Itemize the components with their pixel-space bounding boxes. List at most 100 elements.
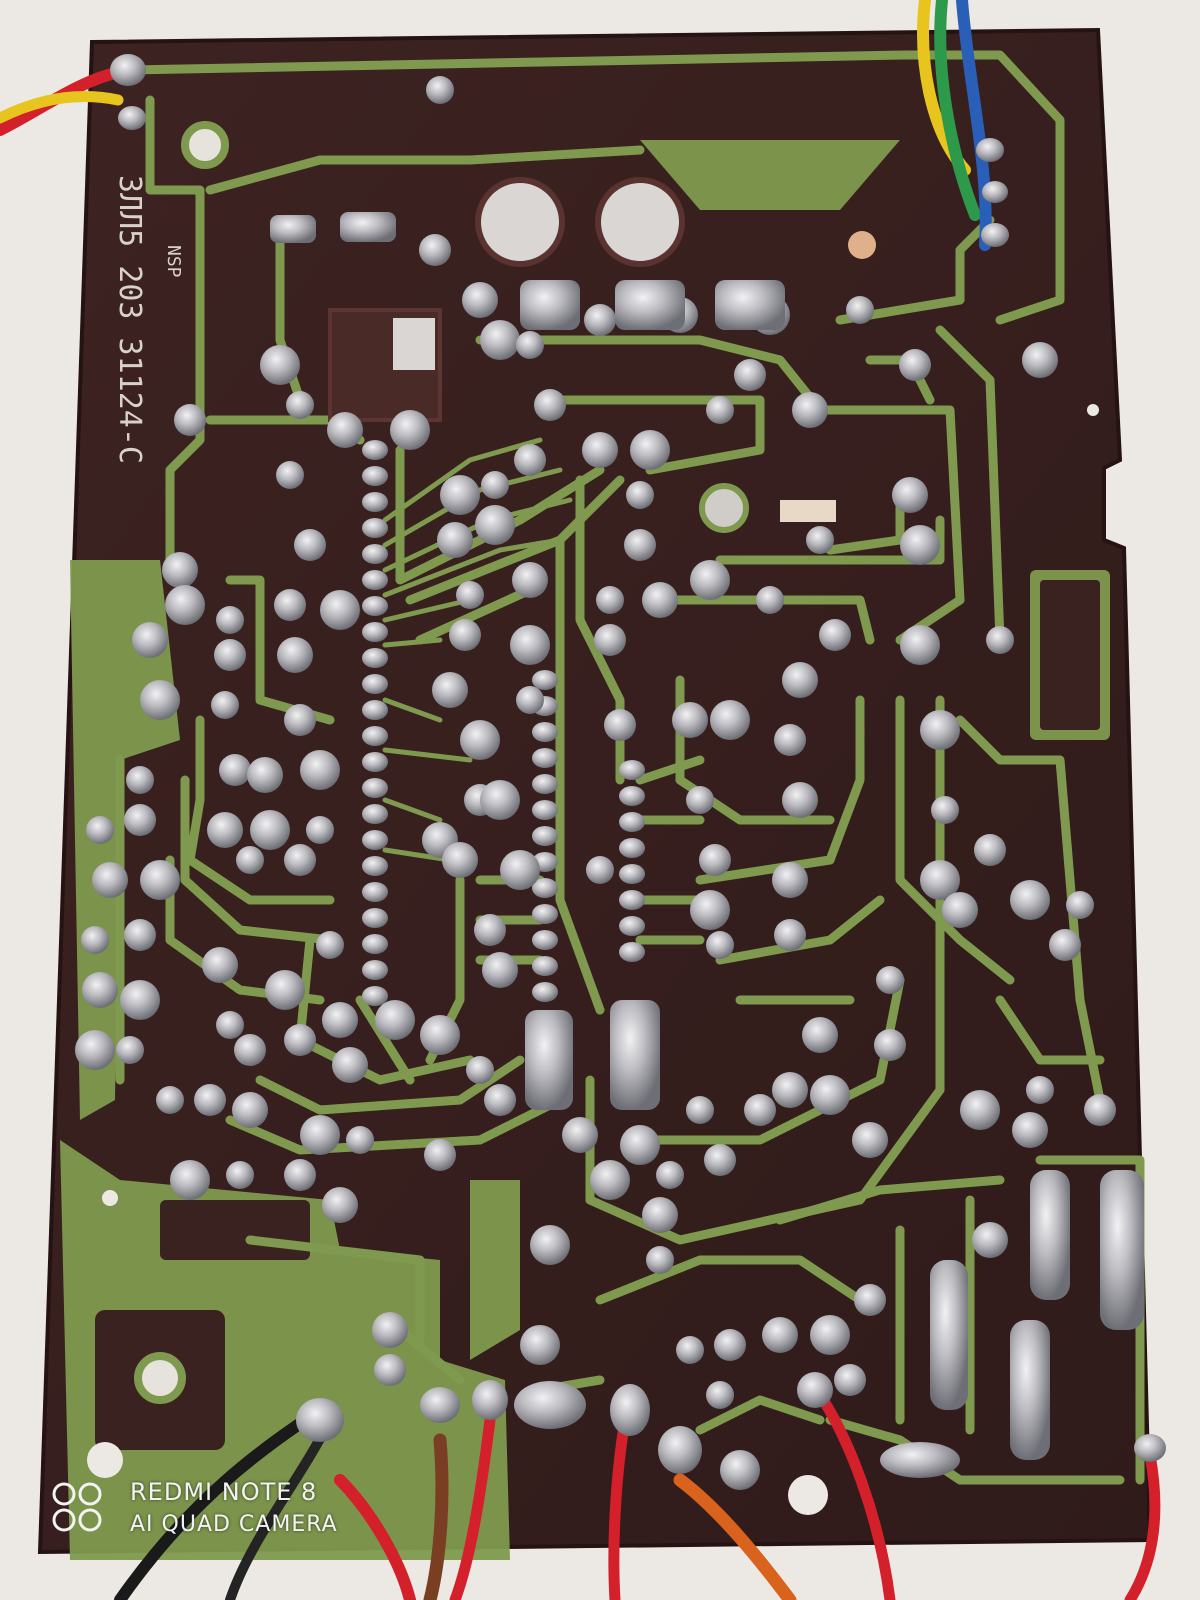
- solder-joint: [892, 477, 928, 513]
- solder-joint: [876, 966, 904, 994]
- ic-pin-solder: [362, 466, 388, 486]
- solder-joint: [286, 391, 314, 419]
- solder-joint: [300, 750, 340, 790]
- ic-pin-solder: [532, 748, 558, 768]
- solder-joint: [284, 1159, 316, 1191]
- silkscreen-corner-mark: CMS: [1048, 580, 1094, 652]
- solder-joint: [772, 862, 808, 898]
- solder-joint: [140, 860, 180, 900]
- solder-joint: [260, 345, 300, 385]
- solder-joint: [300, 1115, 340, 1155]
- solder-joint: [322, 1187, 358, 1223]
- solder-joint: [306, 816, 334, 844]
- watermark-line-2: AI QUAD CAMERA: [130, 1512, 338, 1537]
- ic-pin-solder: [362, 570, 388, 590]
- solder-joint: [284, 704, 316, 736]
- solder-joint: [782, 662, 818, 698]
- solder-joint: [1012, 1112, 1048, 1148]
- wire-brown-bottom: [423, 1433, 449, 1600]
- silk-maker-text: NSP: [163, 245, 184, 278]
- solder-joint: [216, 1011, 244, 1039]
- solder-joint: [81, 926, 109, 954]
- solder-joint: [646, 1246, 674, 1274]
- solder-joint: [332, 1047, 368, 1083]
- solder-joint: [165, 585, 205, 625]
- solder-joint: [284, 1024, 316, 1056]
- solder-joint: [432, 672, 468, 708]
- solder-joint: [846, 296, 874, 324]
- solder-joint: [162, 552, 198, 588]
- solder-joint: [744, 1094, 776, 1126]
- board-slot: [780, 500, 836, 522]
- solder-joint: [520, 1325, 560, 1365]
- solder-joint: [475, 505, 515, 545]
- camera-watermark-text: REDMI NOTE 8 AI QUAD CAMERA: [130, 1478, 338, 1537]
- solder-joint: [706, 396, 734, 424]
- solder-joint: [686, 786, 714, 814]
- ic-pin-solder: [362, 778, 388, 798]
- solder-joint: [512, 562, 548, 598]
- ic-pin-solder: [532, 774, 558, 794]
- silk-part-code-text: 3ЛЛ5 203 31124-С: [112, 175, 147, 464]
- solder-joint: [986, 626, 1014, 654]
- ic-pin-solder: [362, 986, 388, 1006]
- solder-joint: [782, 782, 818, 818]
- solder-joint: [734, 359, 766, 391]
- solder-joint: [762, 1317, 798, 1353]
- solder-joint: [236, 846, 264, 874]
- solder-joint: [900, 525, 940, 565]
- solder-joint: [327, 412, 363, 448]
- solder-joint: [219, 754, 251, 786]
- wire-yellow-top-left: [0, 91, 124, 124]
- solder-joint: [810, 1075, 850, 1115]
- ic-pin-solder: [619, 760, 645, 780]
- solder-joint: [250, 810, 290, 850]
- solder-joint: [852, 1122, 888, 1158]
- solder-joint: [810, 1315, 850, 1355]
- ic-pin-solder: [362, 622, 388, 642]
- solder-joint: [482, 952, 518, 988]
- ic-pin-solder: [362, 518, 388, 538]
- ic-pin-solder: [532, 982, 558, 1002]
- solder-joint: [374, 1354, 406, 1386]
- solder-joint: [449, 619, 481, 651]
- solder-joint: [375, 1000, 415, 1040]
- solder-joint: [480, 320, 520, 360]
- solder-joint: [690, 890, 730, 930]
- solder-joint: [460, 720, 500, 760]
- solder-joint: [942, 892, 978, 928]
- solder-joint: [974, 834, 1006, 866]
- ic-pin-solder: [619, 942, 645, 962]
- solder-joint: [590, 1160, 630, 1200]
- solder-joint: [586, 856, 614, 884]
- solder-joint: [874, 1029, 906, 1061]
- solder-joint: [456, 581, 484, 609]
- solder-joint: [437, 522, 473, 558]
- ic-pin-solder: [362, 440, 388, 460]
- solder-joint: [690, 560, 730, 600]
- ic-pin-solder: [362, 596, 388, 616]
- solder-joint: [484, 1084, 516, 1116]
- ic-pin-solder: [619, 812, 645, 832]
- solder-joint: [714, 1329, 746, 1361]
- silkscreen-part-code: 3ЛЛ5 203 31124-С: [112, 175, 147, 464]
- wire-green-top-right: [934, 0, 981, 221]
- solder-joint: [232, 1092, 268, 1128]
- ic-pin-solder: [619, 838, 645, 858]
- solder-joint: [320, 590, 360, 630]
- solder-joint: [792, 392, 828, 428]
- solder-joint: [642, 582, 678, 618]
- solder-joint: [480, 780, 520, 820]
- solder-joint: [834, 1364, 866, 1396]
- ic-pin-solder: [362, 856, 388, 876]
- ic-pin-solder: [619, 786, 645, 806]
- solder-joint: [1084, 1094, 1116, 1126]
- solder-joints: [75, 76, 1116, 1409]
- wire-black-bottom-1: [114, 1404, 326, 1600]
- solder-joint: [516, 331, 544, 359]
- solder-joint: [1026, 1076, 1054, 1104]
- solder-joint: [214, 639, 246, 671]
- ic-pin-solder: [362, 492, 388, 512]
- solder-joint: [676, 1336, 704, 1364]
- solder-joint: [156, 1086, 184, 1114]
